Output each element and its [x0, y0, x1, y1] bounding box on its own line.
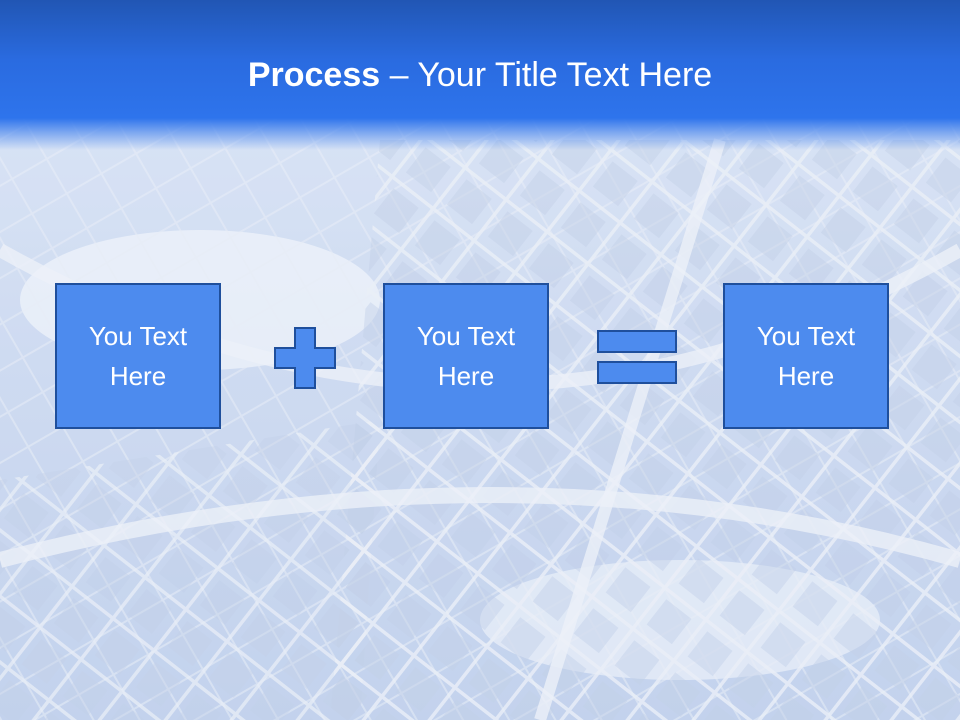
title-rest: – Your Title Text Here: [380, 56, 713, 94]
process-box-2[interactable]: You Text Here: [383, 283, 549, 429]
title-bold: Process: [247, 56, 381, 94]
process-box-3[interactable]: You Text Here: [723, 283, 889, 429]
title-bar: [0, 0, 960, 150]
slide-title: Process – Your Title Text Here: [0, 54, 960, 96]
plus-icon: [274, 327, 336, 389]
equals-icon: [597, 330, 677, 384]
process-box-1[interactable]: You Text Here: [55, 283, 221, 429]
